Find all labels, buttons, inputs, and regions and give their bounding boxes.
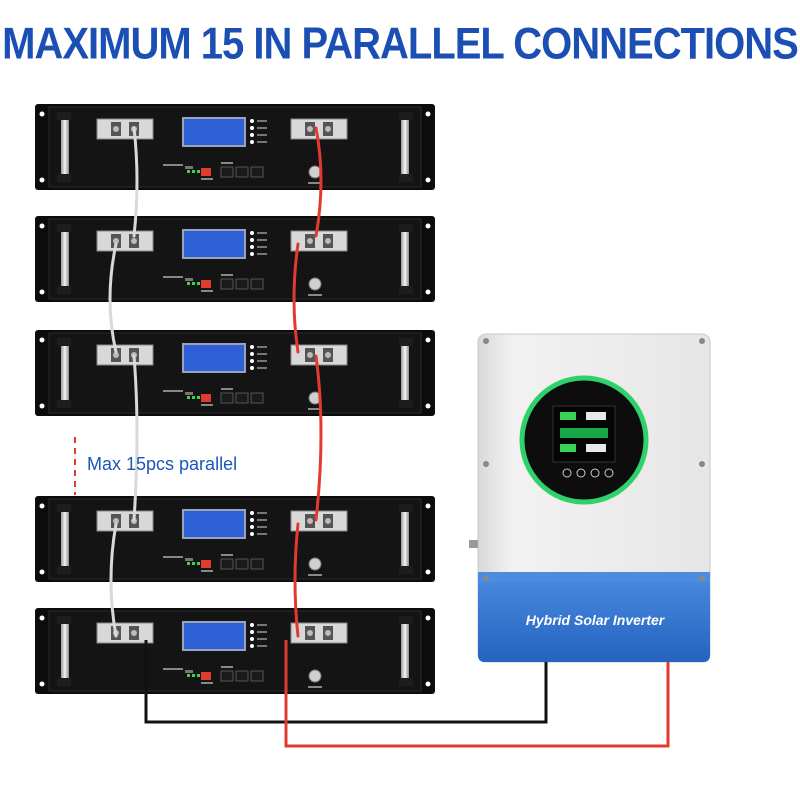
- positive-main-cable: [284, 640, 670, 748]
- inverter: [469, 333, 711, 663]
- negative-parallel-cables: [108, 126, 139, 638]
- battery-module-4: [34, 495, 436, 583]
- inverter-label: Hybrid Solar Inverter: [525, 612, 665, 628]
- battery-module-1: [34, 103, 436, 191]
- negative-main-cable: [144, 640, 548, 724]
- parallel-note: Max 15pcs parallel: [87, 454, 238, 474]
- battery-module-5: [34, 607, 436, 695]
- page-title: MAXIMUM 15 IN PARALLEL CONNECTIONS: [2, 19, 799, 69]
- battery-module-2: [34, 215, 436, 303]
- positive-parallel-cables: [292, 126, 323, 638]
- battery-module-3: [34, 329, 436, 417]
